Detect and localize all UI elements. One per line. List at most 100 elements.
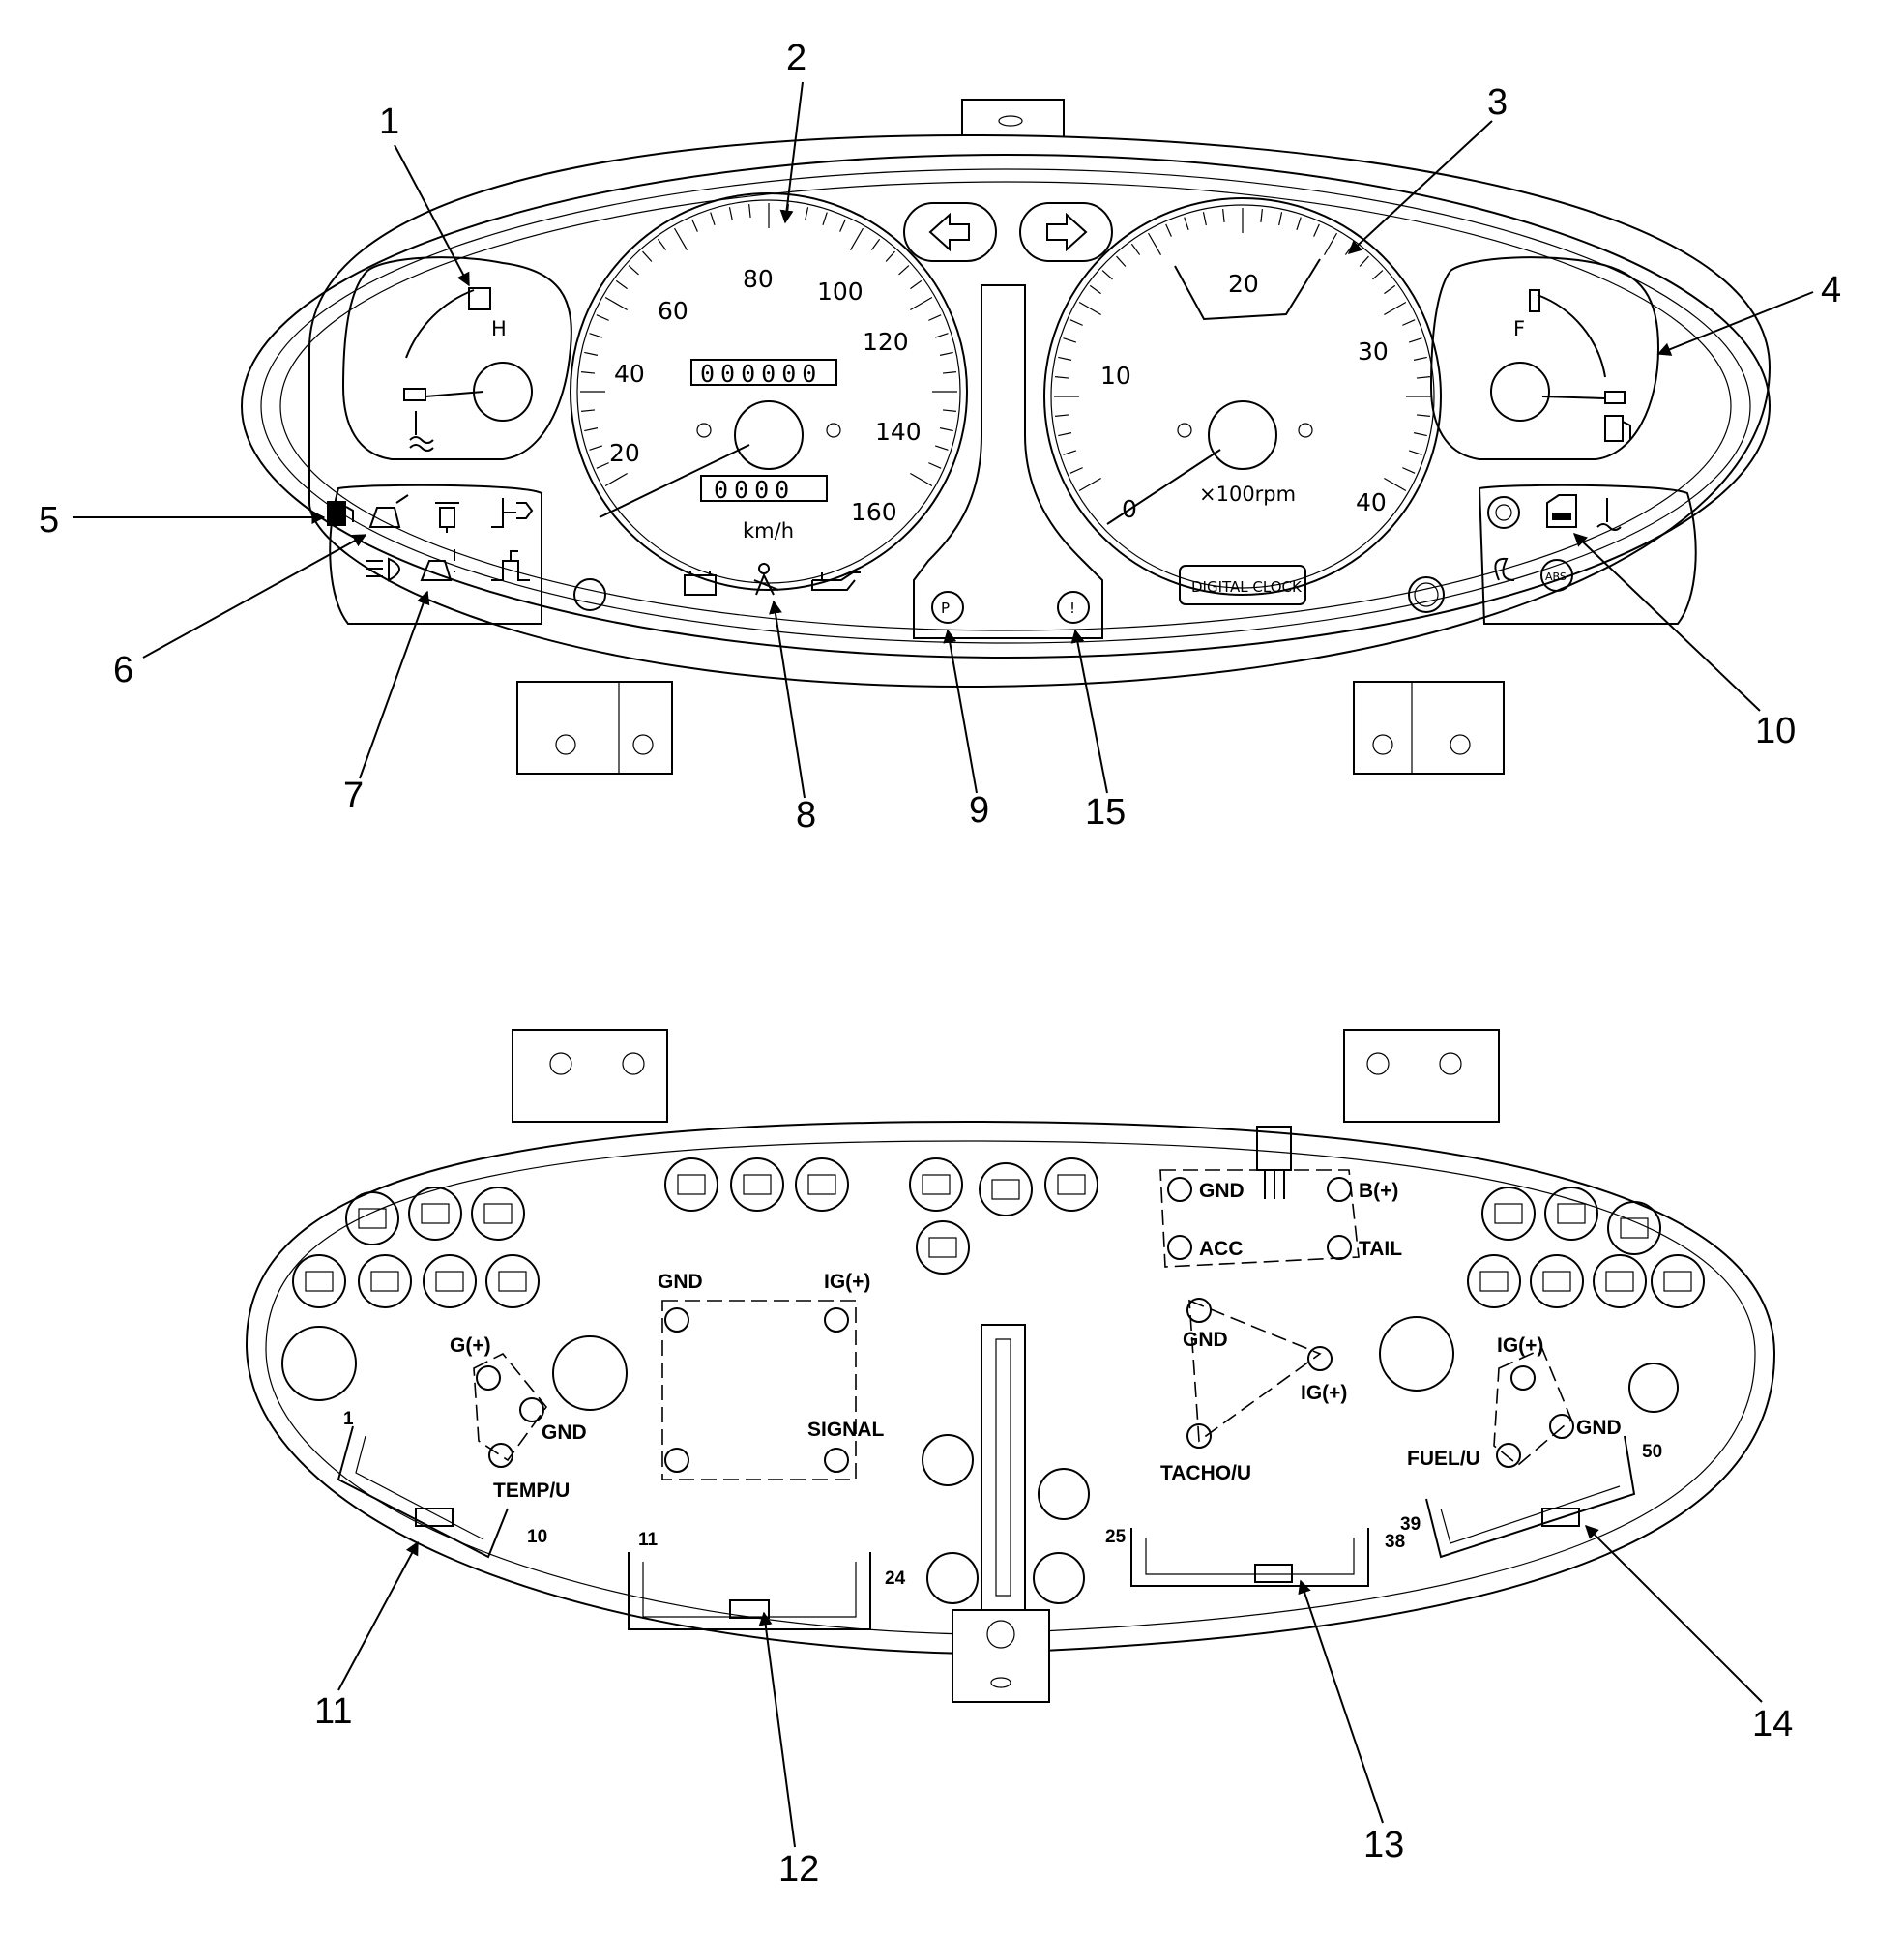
bulb-socket-slot [1557,1203,1586,1224]
tacho-tick [1063,337,1077,343]
speedo-tick [584,351,599,356]
right-turn-icon [1019,202,1113,262]
tacho-tick [1413,432,1427,437]
glow-plug-icon [1494,557,1515,581]
speedo-label-120: 120 [863,328,909,356]
bulb-socket [916,1220,970,1275]
callout-5: 5 [39,500,59,541]
tacho-tick [1416,414,1430,417]
tacho-tick [1402,467,1416,474]
tacho-ig-plus-label: IG(+) [1301,1382,1347,1404]
tacho-tick [1184,217,1189,231]
tacho-tick [1130,243,1141,255]
speedo-tick [934,445,949,451]
speedo-tick [628,265,639,276]
speedo-tick [934,333,949,338]
speedometer-tick-labels: 20 40 60 80 100 120 140 160 [609,265,922,526]
clock-b-plus-label: B(+) [1359,1180,1398,1202]
pin-10: 10 [527,1527,547,1547]
bulb-socket [408,1187,462,1241]
speedo-tick [728,207,733,221]
tacho-tick [1069,319,1083,326]
bulb-socket-slot [743,1174,772,1195]
tacho-tick [1408,337,1422,343]
speedo-tick [942,371,956,374]
speedo-tick [805,207,809,221]
tacho-tick [1323,232,1338,255]
tacho-tick [1402,319,1416,326]
tacho-tick [1408,450,1422,455]
pin-50: 50 [1642,1442,1662,1462]
tacho-u-label: TACHO/U [1160,1462,1251,1484]
fuel-gnd-label: GND [1576,1417,1622,1439]
callout-10: 10 [1755,711,1796,751]
bulb-socket-slot [483,1203,513,1224]
bulb-socket [423,1254,477,1308]
temp-u-label: TEMP/U [493,1480,570,1502]
callout-4: 4 [1821,270,1841,310]
tacho-tick [1055,376,1069,379]
tacho-tick [1278,212,1283,226]
digital-clock-label: DIGITAL CLOCK [1191,578,1303,596]
speedo-tick [939,427,953,432]
fuel-full-label: F [1513,317,1525,340]
air-suspension-icon [368,494,409,528]
retarder-icon [1487,496,1520,529]
fuel-u-label: FUEL/U [1407,1448,1480,1470]
tacho-label-20: 20 [1228,270,1259,298]
speedo-tick [642,250,653,262]
pin-24: 24 [885,1568,906,1589]
speedo-tick [589,333,603,338]
bulb-socket-slot [1605,1271,1634,1292]
speedo-tick [898,265,910,276]
bulb-socket [1593,1254,1647,1308]
bulb-socket-slot [370,1271,399,1292]
oil-pressure-icon [811,571,861,591]
speedo-label-140: 140 [875,418,922,446]
front-view: H 20 40 60 80 100 120 140 160 000000 000… [241,99,1772,775]
tacho-tick [1222,209,1225,223]
tripmeter-value: 0000 [714,476,795,504]
rpm-unit: ×100rpm [1199,483,1296,506]
speedo-tick [928,314,942,321]
speedo-tick [885,250,895,262]
tacho-tick [1296,217,1302,231]
tacho-tick [1384,284,1396,295]
speedo-tick [870,238,881,250]
speedo-ig-plus-label: IG(+) [824,1271,870,1293]
bulb-socket [795,1157,849,1212]
speedo-tick [691,219,698,232]
connector-14 [1425,1435,1636,1559]
callout-1: 1 [379,102,399,142]
speedo-tick [710,212,716,226]
pin-39: 39 [1400,1514,1421,1535]
rear-callouts: 11 12 13 14 [314,1525,1793,1890]
tacho-tick [1101,270,1113,280]
speedo-signal-label: SIGNAL [807,1419,885,1441]
bulb-socket [1651,1254,1705,1308]
tacho-tick [1413,356,1427,361]
bulb-socket-slot [498,1271,527,1292]
4wd-icon [491,498,534,528]
speedo-tick [822,212,828,226]
bulb-socket [471,1187,525,1241]
brake-warning-icon: ! [1057,591,1090,624]
tacho-tick [1359,255,1369,267]
speedo-tick [581,409,596,412]
bulb-socket-slot [1663,1271,1692,1292]
bulb-socket [979,1162,1033,1216]
speedo-tick [589,445,603,451]
speedo-tick [615,279,628,290]
diff-lock-icon [491,550,530,581]
tachometer-tick-labels: 0 10 20 30 40 [1100,270,1389,523]
battery-icon [684,571,717,596]
fuel-pump-icon [1604,415,1631,442]
speedo-tick [910,296,933,311]
headlight-icon [366,557,400,582]
temp-g-plus-label: G(+) [450,1334,491,1357]
svg-text:!: ! [1069,600,1075,617]
callout-7: 7 [343,776,364,816]
speedo-tick [657,238,667,250]
clock-acc-label: ACC [1199,1238,1244,1260]
clock-tail-label: TAIL [1359,1238,1402,1260]
